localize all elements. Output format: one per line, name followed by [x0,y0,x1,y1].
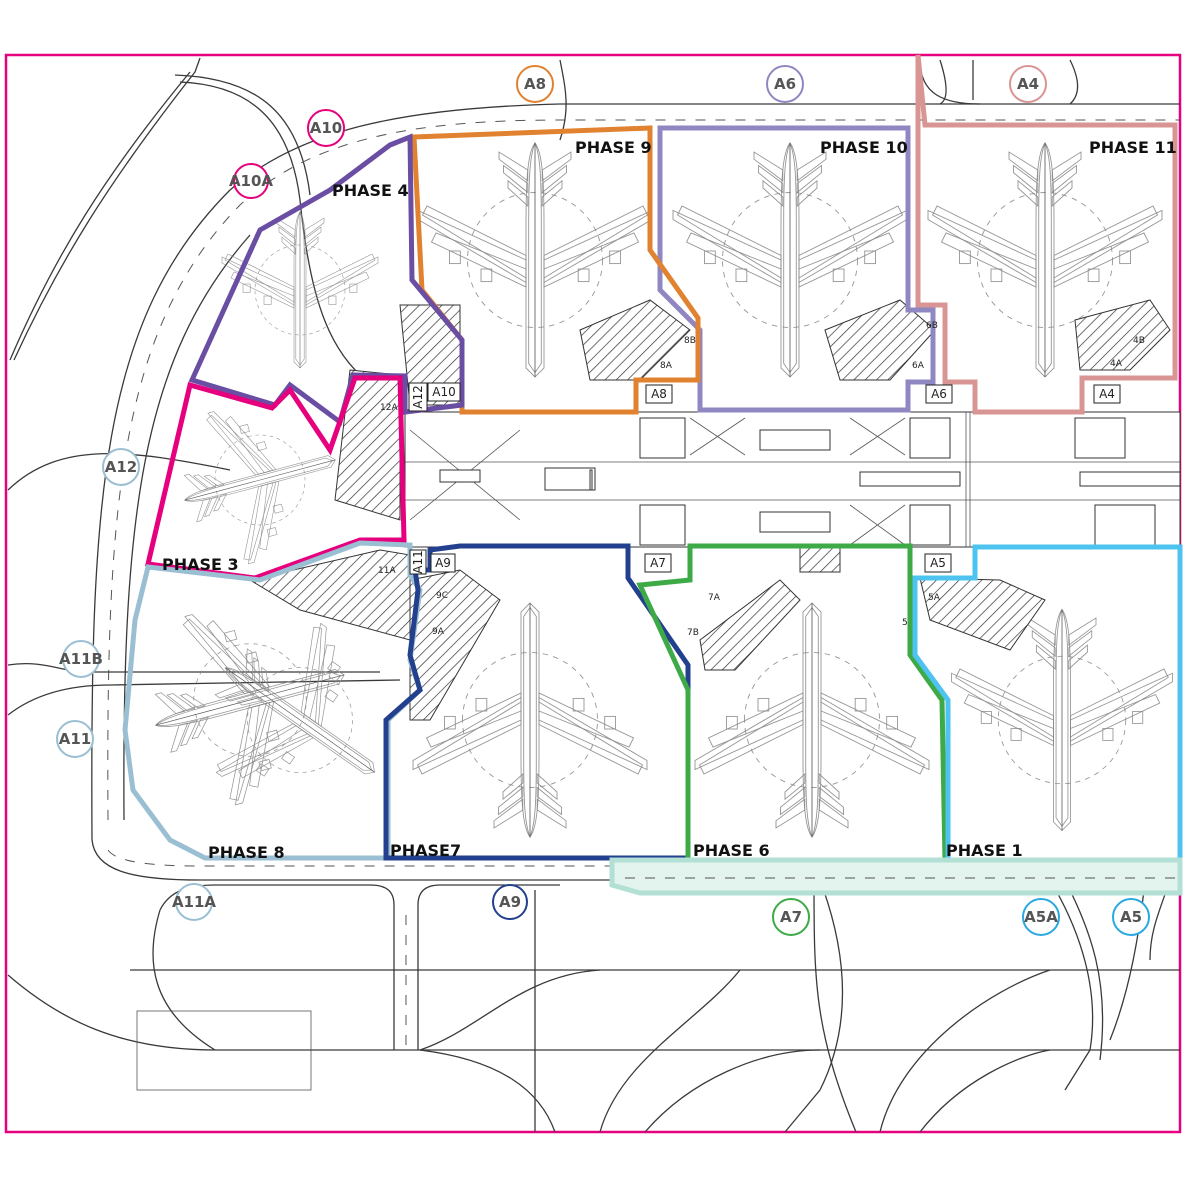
svg-text:7B: 7B [687,628,699,638]
stand-marker-a6: A6 [766,65,804,103]
phase-11-outline [915,54,1178,415]
svg-text:A9: A9 [499,893,521,911]
stand-marker-a7: A7 [772,898,810,936]
phase-4-outline [188,133,465,427]
gate-label-a12: A12 [411,385,425,408]
svg-text:8B: 8B [684,336,696,346]
phase-1-outline [912,544,1183,863]
phase-label-9: PHASE 9 [575,138,652,157]
phase-label-11: PHASE 11 [1089,138,1177,157]
svg-text:A5A: A5A [1024,908,1058,926]
taxiway-linework [7,57,1180,1133]
svg-text:6B: 6B [926,321,938,331]
svg-text:A5: A5 [1120,908,1142,926]
stand-markers: A10 A10A A8 A6 A4 A12 A11B A11 A11A A9 A… [56,65,1150,936]
svg-text:5A: 5A [928,593,941,603]
svg-text:7A: 7A [708,593,721,603]
svg-text:A12: A12 [105,458,137,476]
stand-marker-a4: A4 [1009,65,1047,103]
gate-label-a5: A5 [930,556,946,570]
phase-label-3: PHASE 3 [162,555,239,574]
svg-text:A8: A8 [524,75,546,93]
svg-text:A6: A6 [774,75,796,93]
svg-text:9C: 9C [436,591,448,601]
svg-text:12A: 12A [380,403,398,413]
terminal-concourse [404,411,1181,548]
svg-text:A11A: A11A [172,893,216,911]
svg-text:A10: A10 [310,119,342,137]
svg-text:A11B: A11B [59,650,103,668]
stand-marker-a11: A11 [56,720,94,758]
phase-10-outline [657,125,936,413]
taxilane-strip [609,857,1183,896]
svg-text:4A: 4A [1110,359,1123,369]
bridge-labels: 12A 8A 8B 6A 6B 4A 4B 11A 9A 9C 7A 7B 5A… [378,321,1145,638]
svg-text:9A: 9A [432,627,445,637]
svg-text:6A: 6A [912,361,925,371]
svg-text:A11: A11 [59,730,91,748]
stand-marker-a9: A9 [492,884,528,920]
svg-text:A4: A4 [1017,75,1039,93]
svg-text:8A: 8A [660,361,673,371]
boarding-bridges [248,299,1171,721]
gate-label-a8: A8 [651,387,667,401]
gate-label-a7: A7 [650,556,666,570]
gate-label-a6: A6 [931,387,947,401]
phase-label-4: PHASE 4 [332,181,409,200]
gate-label-a10: A10 [432,385,455,399]
phase-label-6: PHASE 6 [693,841,770,860]
phase-label-7: PHASE7 [390,841,461,860]
phase-label-8: PHASE 8 [208,843,285,862]
svg-text:11A: 11A [378,566,396,576]
stand-marker-a10a: A10A [229,163,273,199]
gate-labels: A12 A10 A8 A6 A4 A11 A9 A7 A5 [408,382,1121,575]
stand-marker-a11b: A11B [59,640,103,678]
gate-label-a11: A11 [411,550,425,573]
svg-text:5: 5 [902,618,908,628]
stand-marker-a8: A8 [516,65,554,103]
stand-marker-a5a: A5A [1022,898,1060,936]
stand-marker-a10: A10 [307,109,345,147]
gate-label-a4: A4 [1099,387,1115,401]
stand-marker-a5: A5 [1112,898,1150,936]
phase-label-10: PHASE 10 [820,138,908,157]
phase-label-1: PHASE 1 [946,841,1023,860]
svg-text:A7: A7 [780,908,802,926]
svg-text:A10A: A10A [229,172,273,190]
stand-marker-a12: A12 [102,448,140,486]
stand-marker-a11a: A11A [172,883,216,921]
phase-labels: PHASE 9 PHASE 10 PHASE 11 PHASE 4 PHASE … [162,138,1177,862]
svg-text:4B: 4B [1133,336,1145,346]
gate-label-a9: A9 [435,556,451,570]
